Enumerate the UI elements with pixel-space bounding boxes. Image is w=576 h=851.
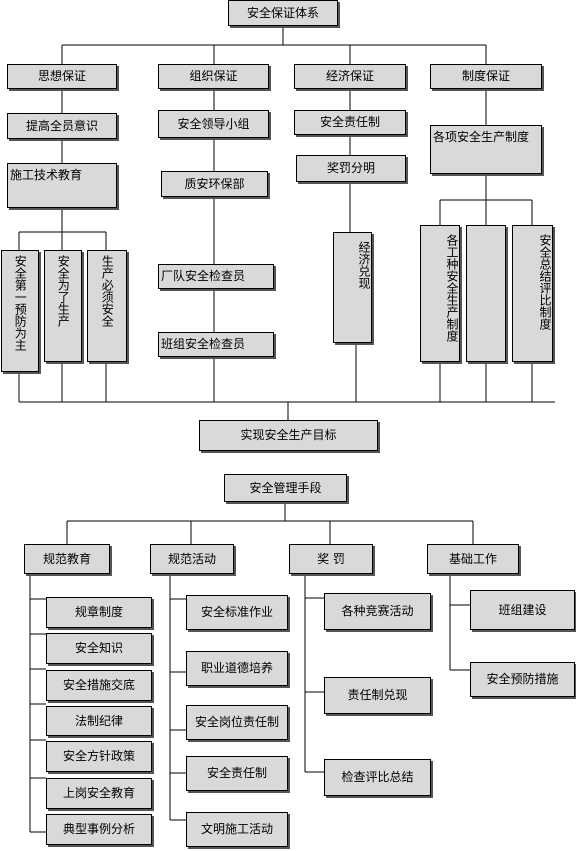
edu-item-law: 法制纪律: [46, 706, 152, 736]
econ-header: 经济保证: [294, 64, 406, 89]
org-item-leadership: 安全领导小组: [158, 110, 269, 138]
thought-header: 思想保证: [7, 64, 117, 89]
reward-item-competition: 各种竞赛活动: [324, 593, 431, 630]
act-item-responsibility: 安全责任制: [186, 756, 288, 791]
system-header: 制度保证: [430, 64, 542, 89]
edu-item-knowledge: 安全知识: [46, 633, 152, 664]
edu-item-case-study: 典型事例分析: [46, 814, 152, 845]
system-leaf-trade-rules: 各工种安全生产制度: [420, 225, 460, 362]
system-item-rules: 各项安全生产制度: [430, 125, 542, 174]
base-item-prevention: 安全预防措施: [470, 662, 575, 697]
act-item-standard-work: 安全标准作业: [186, 595, 288, 630]
base-header: 基础工作: [427, 544, 519, 574]
reward-header: 奖 罚: [289, 544, 373, 574]
org-header: 组织保证: [158, 64, 269, 89]
reward-item-inspection: 检查评比总结: [324, 759, 431, 796]
org-item-quality-dept: 质安环保部: [161, 171, 268, 197]
mgmt-root-node: 安全管理手段: [224, 474, 347, 502]
org-item-team-inspector: 厂队安全检查员: [158, 264, 274, 289]
econ-item-cash: 经济兑现: [333, 232, 372, 343]
edu-header: 规范教育: [24, 544, 110, 574]
edu-item-rules: 规章制度: [46, 597, 152, 628]
econ-item-reward-punish: 奖罚分明: [296, 155, 406, 182]
act-item-ethics: 职业道德培养: [186, 651, 288, 686]
econ-item-responsibility: 安全责任制: [294, 110, 406, 135]
system-leaf-summary: 安全总结评比制度: [512, 225, 553, 362]
org-item-group-inspector: 班组安全检查员: [158, 332, 274, 357]
act-header: 规范活动: [150, 544, 234, 574]
thought-item-awareness: 提高全员意识: [7, 113, 117, 139]
goal-node: 实现安全生产目标: [199, 420, 378, 451]
system-leaf-blank: [466, 225, 506, 362]
edu-item-onboarding: 上岗安全教育: [46, 778, 152, 809]
thought-leaf-safety-for-production: 安全为了生产: [44, 250, 82, 362]
edu-item-policy: 安全方针政策: [46, 741, 152, 772]
act-item-post-duty: 安全岗位责任制: [186, 705, 288, 740]
base-item-team-building: 班组建设: [470, 590, 575, 630]
root-node: 安全保证体系: [228, 0, 338, 26]
thought-leaf-production-safe: 生产必须安全: [87, 250, 127, 362]
reward-item-fulfillment: 责任制兑现: [324, 677, 431, 714]
thought-item-tech-edu: 施工技术教育: [7, 163, 117, 208]
edu-item-measures: 安全措施交底: [46, 670, 152, 701]
thought-leaf-safety-first: 安全第一预防为主: [1, 250, 39, 372]
act-item-civilized: 文明施工活动: [186, 812, 288, 847]
